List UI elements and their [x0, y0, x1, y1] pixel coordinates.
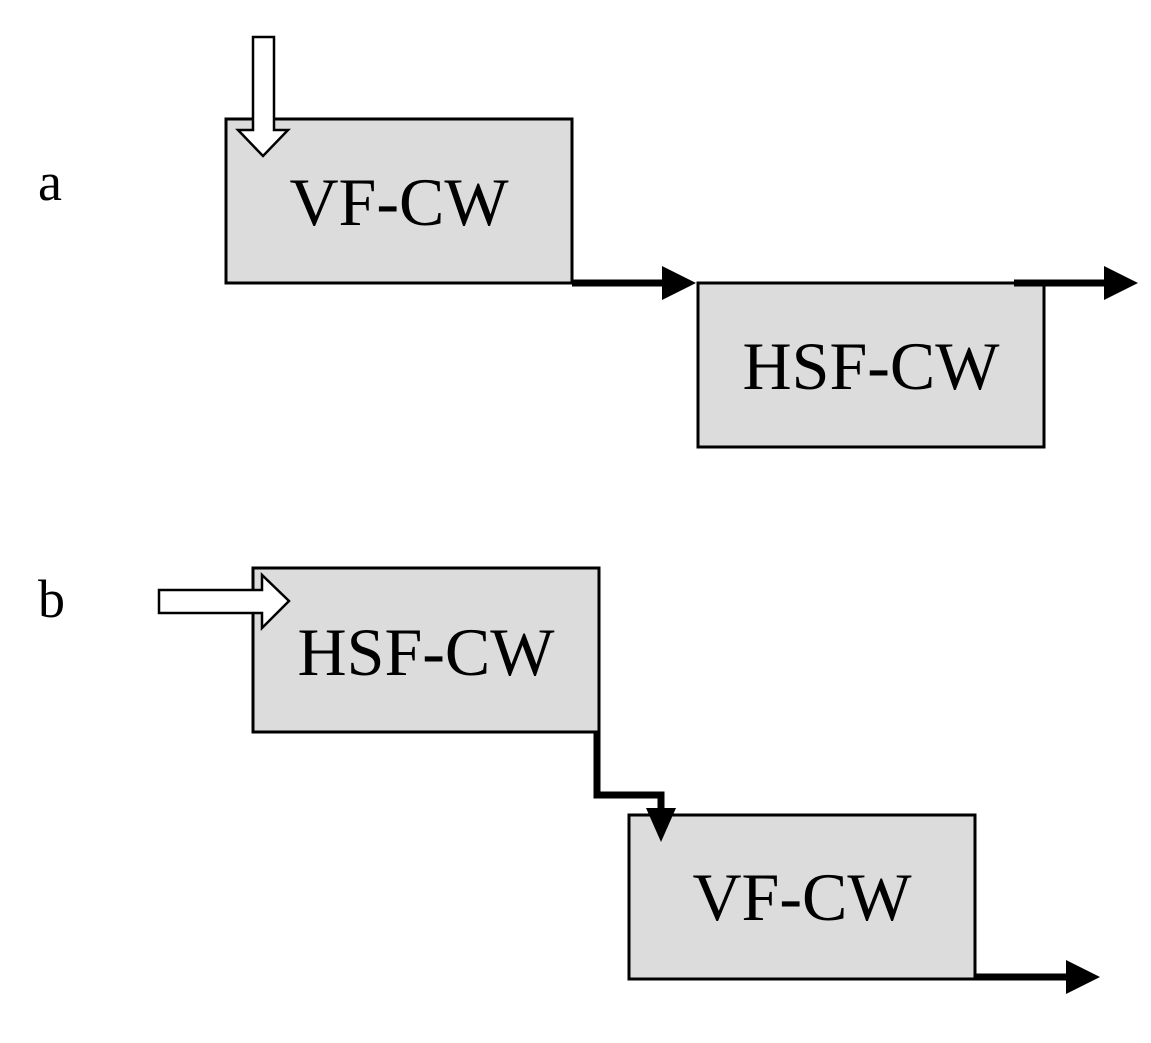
- panel-a-vf-cw-box: VF-CW: [224, 117, 574, 285]
- panel-a-outlet-arrow-icon: [1014, 266, 1138, 300]
- panel-b-hsf-cw-box: HSF-CW: [251, 566, 601, 734]
- panel-b-outlet-arrow-icon: [975, 960, 1100, 994]
- panel-a-inlet-arrow-icon: [235, 35, 291, 158]
- panel-b-label: b: [38, 569, 65, 629]
- panel-a: a VF-CW HSF-CW: [38, 35, 1138, 449]
- panel-a-hsf-cw-box: HSF-CW: [696, 281, 1046, 449]
- panel-b-hsf-cw-label: HSF-CW: [298, 614, 556, 690]
- panel-b-inlet-arrow-icon: [157, 572, 291, 632]
- panel-b: b HSF-CW VF-CW: [38, 566, 1100, 994]
- panel-a-hsf-cw-label: HSF-CW: [743, 328, 1001, 404]
- panel-b-transfer-arrow-icon: [593, 733, 676, 842]
- panel-a-hsf-cw-rect: [696, 281, 1046, 449]
- panel-b-hsf-cw-rect: [251, 566, 601, 734]
- panel-a-vf-cw-label: VF-CW: [289, 164, 509, 240]
- panel-a-vf-cw-rect: [224, 117, 574, 285]
- panel-b-vf-cw-box: VF-CW: [627, 813, 977, 981]
- panel-b-vf-cw-rect: [627, 813, 977, 981]
- panel-a-label: a: [38, 152, 62, 212]
- panel-b-vf-cw-label: VF-CW: [692, 859, 912, 935]
- panel-a-transfer-arrow-icon: [572, 266, 696, 300]
